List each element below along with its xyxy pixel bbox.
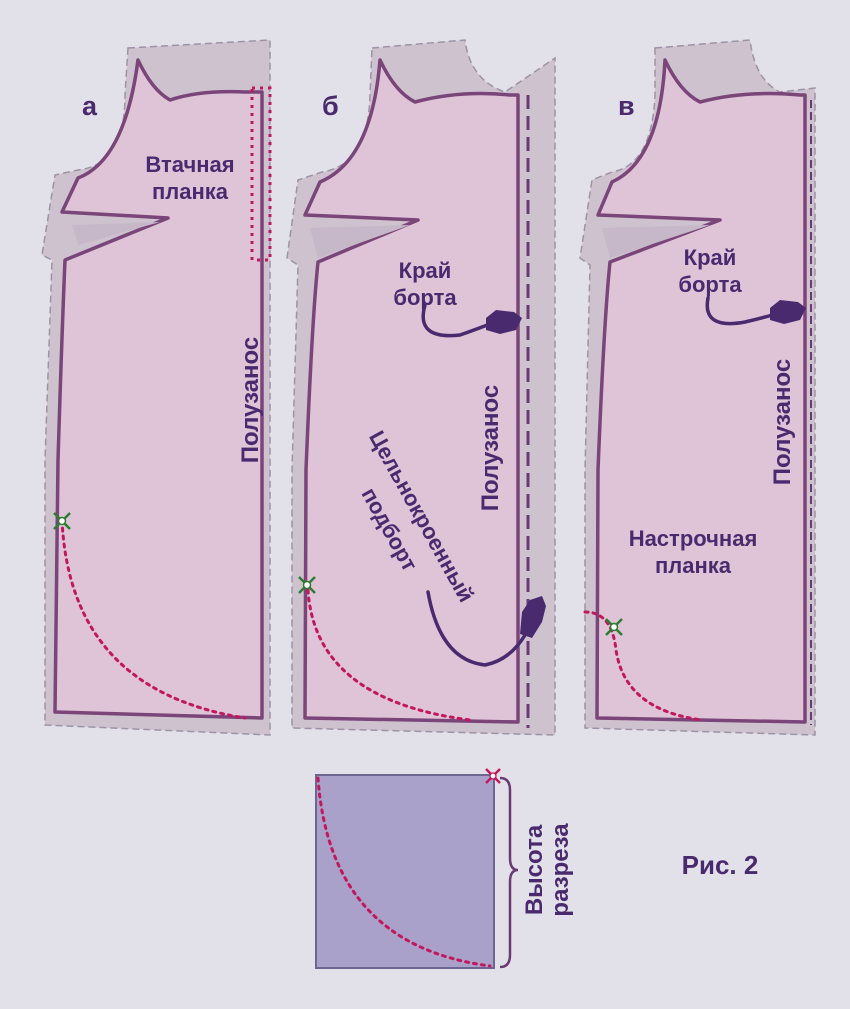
panel-b-edge-hand-icon	[486, 310, 522, 334]
panel-b-letter: б	[322, 91, 339, 121]
panel-b-edge-label-line2: борта	[393, 285, 457, 310]
slit-height-brace	[499, 776, 519, 969]
panel-b: б Край борта Полузанос Цельнокроенный по…	[286, 39, 556, 736]
panel-b-edge-label-line1: Край	[399, 258, 452, 283]
panel-c-edge-pointer	[705, 296, 778, 326]
panel-a-slit-marker	[53, 512, 71, 530]
panel-b-slit-marker	[298, 576, 316, 594]
panel-c-hem-curve	[583, 610, 704, 722]
panel-c-edge-label-line2: борта	[678, 272, 742, 297]
panel-c-placket-label-line1: Настрочная	[629, 526, 758, 551]
panel-b-edge-pointer	[421, 303, 497, 338]
panel-c-slit-marker	[605, 618, 623, 636]
panel-b-front-piece	[303, 58, 520, 724]
slit-template-curve	[316, 776, 492, 968]
panel-c: в Край борта Полузанос Настрочная планка	[579, 39, 816, 736]
panel-c-placket-label-line2: планка	[655, 553, 732, 578]
panel-a-dart	[72, 222, 160, 245]
panel-b-facing-hand-icon	[520, 596, 546, 638]
panel-c-front-piece	[595, 58, 807, 724]
panel-c-edge-hand-icon	[770, 300, 806, 324]
panel-a-hem-curve	[60, 518, 247, 720]
panel-b-facing-pointer	[426, 590, 527, 667]
slit-template-square	[315, 774, 495, 969]
panel-a-front-piece	[53, 58, 264, 720]
panel-b-overlap-label: Полузанос	[477, 385, 504, 511]
panel-a-sewn-in-placket-outline	[250, 86, 272, 262]
panel-c-overlap-label: Полузанос	[769, 359, 796, 485]
panel-b-hem-curve	[306, 588, 472, 722]
panel-a-placket-label-line1: Втачная	[145, 152, 234, 177]
panel-b-dart	[310, 225, 410, 258]
figure-caption: Рис. 2	[682, 850, 759, 880]
panel-a-overlap-label: Полузанос	[237, 337, 264, 463]
slit-template-marker	[485, 768, 501, 784]
slit-height-label-line1: Высота	[521, 824, 548, 915]
slit-height-label-line2: разреза	[547, 823, 574, 917]
slit-template: Высота разреза	[315, 768, 574, 969]
panel-a: а Втачная планка Полузанос	[41, 39, 272, 736]
panel-c-dart	[602, 225, 710, 258]
panel-c-letter: в	[618, 91, 635, 121]
panel-a-placket-label-line2: планка	[152, 179, 229, 204]
panel-a-letter: а	[82, 91, 98, 121]
panel-c-edge-label-line1: Край	[684, 245, 737, 270]
